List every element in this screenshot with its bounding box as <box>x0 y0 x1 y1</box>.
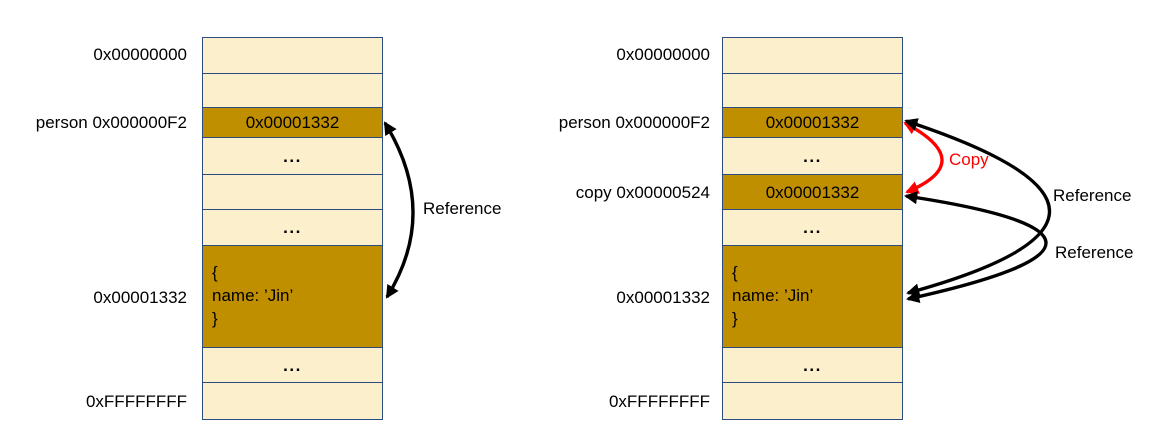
address-label-start-right: 0x00000000 <box>616 45 710 64</box>
object-line-open-brace: { <box>732 263 738 282</box>
address-label-object-right: 0x00001332 <box>616 288 710 307</box>
address-label-end-right: 0xFFFFFFFF <box>608 392 710 411</box>
reference-label-copy: Reference <box>1055 243 1134 262</box>
reference-arrow-left <box>383 121 415 299</box>
address-label-copy-right: copy 0x00000524 <box>575 183 710 202</box>
memory-cell-empty <box>723 383 902 418</box>
object-literal-text: { name: ’Jin’ } <box>723 246 813 330</box>
reference-arrow-person <box>904 118 1052 297</box>
object-line-open-brace: { <box>212 263 218 282</box>
object-line-close-brace: } <box>212 309 218 328</box>
object-line-name-prop: name: ’Jin’ <box>732 286 814 305</box>
memory-cell-empty <box>723 38 902 74</box>
address-label-end-left: 0xFFFFFFFF <box>85 392 187 411</box>
ellipsis-cell: ... <box>203 138 382 175</box>
memory-cell-empty <box>203 74 382 108</box>
object-line-name-prop: name: ’Jin’ <box>212 286 294 305</box>
reference-label-left: Reference <box>423 199 502 218</box>
pointer-cell-copy: 0x00001332 <box>723 175 902 210</box>
object-cell: { name: ’Jin’ } <box>723 246 902 348</box>
reference-arrow-copy <box>904 191 1048 304</box>
ellipsis-cell: ... <box>203 348 382 383</box>
ellipsis-cell: ... <box>723 210 902 246</box>
ellipsis-cell: ... <box>723 138 902 175</box>
memory-cell-empty <box>203 383 382 418</box>
memory-table-right: 0x00001332 ... 0x00001332 ... { name: ’J… <box>722 37 903 420</box>
memory-cell-empty <box>203 38 382 74</box>
pointer-cell-person: 0x00001332 <box>203 108 382 138</box>
memory-table-left: 0x00001332 ... ... { name: ’Jin’ } ... <box>202 37 383 420</box>
pointer-cell-person: 0x00001332 <box>723 108 902 138</box>
reference-label-person: Reference <box>1053 186 1132 205</box>
memory-cell-empty <box>203 175 382 210</box>
memory-cell-empty <box>723 74 902 108</box>
object-line-close-brace: } <box>732 309 738 328</box>
copy-arrow <box>903 121 944 194</box>
address-label-object-left: 0x00001332 <box>93 288 187 307</box>
copy-label: Copy <box>949 150 989 169</box>
object-literal-text: { name: ’Jin’ } <box>203 246 293 330</box>
address-label-person-left: person 0x000000F2 <box>35 113 187 132</box>
ellipsis-cell: ... <box>203 210 382 246</box>
address-label-person-right: person 0x000000F2 <box>558 113 710 132</box>
object-cell: { name: ’Jin’ } <box>203 246 382 348</box>
ellipsis-cell: ... <box>723 348 902 383</box>
address-label-start-left: 0x00000000 <box>93 45 187 64</box>
